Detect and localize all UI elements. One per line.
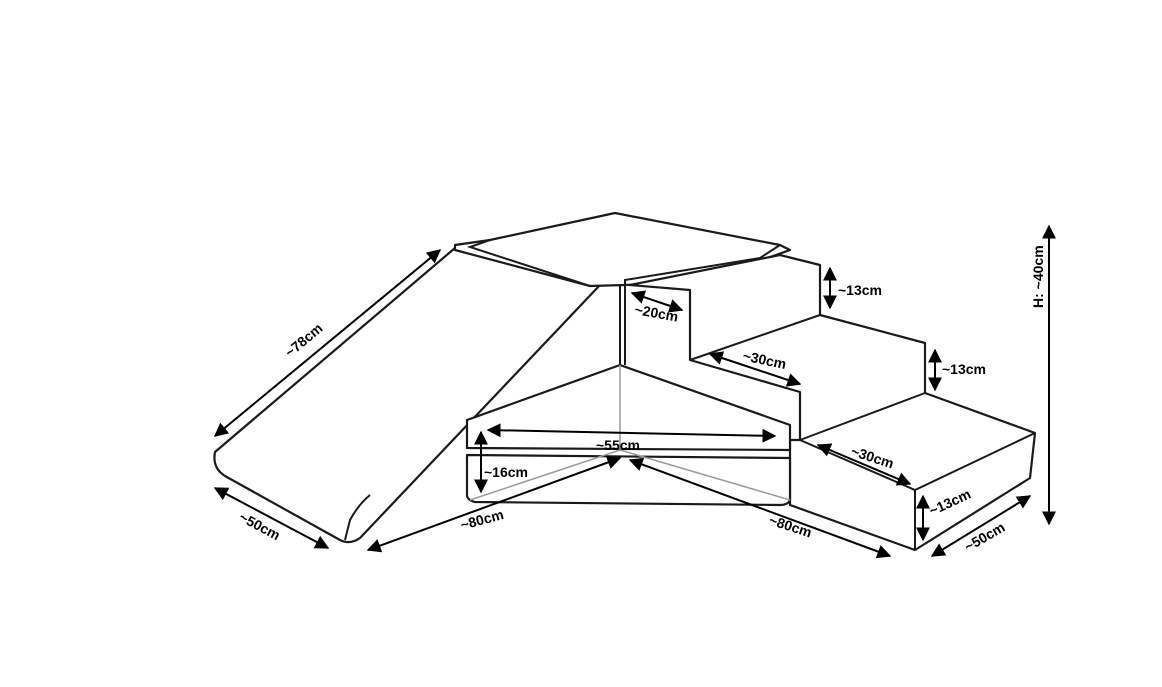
label-total-height: H: ~40cm [1030, 245, 1046, 308]
label-slide-width: ~50cm [237, 509, 283, 544]
label-step2-height: ~13cm [942, 361, 986, 377]
label-base-right: ~80cm [767, 512, 814, 541]
label-cushion-length: ~55cm [596, 437, 640, 453]
label-top-step-depth: ~20cm [633, 301, 679, 324]
label-base-left: ~80cm [459, 506, 506, 533]
label-step1-height: ~13cm [838, 282, 882, 298]
label-slide-length: ~78cm [282, 320, 326, 361]
label-cushion-height: ~16cm [484, 464, 528, 480]
